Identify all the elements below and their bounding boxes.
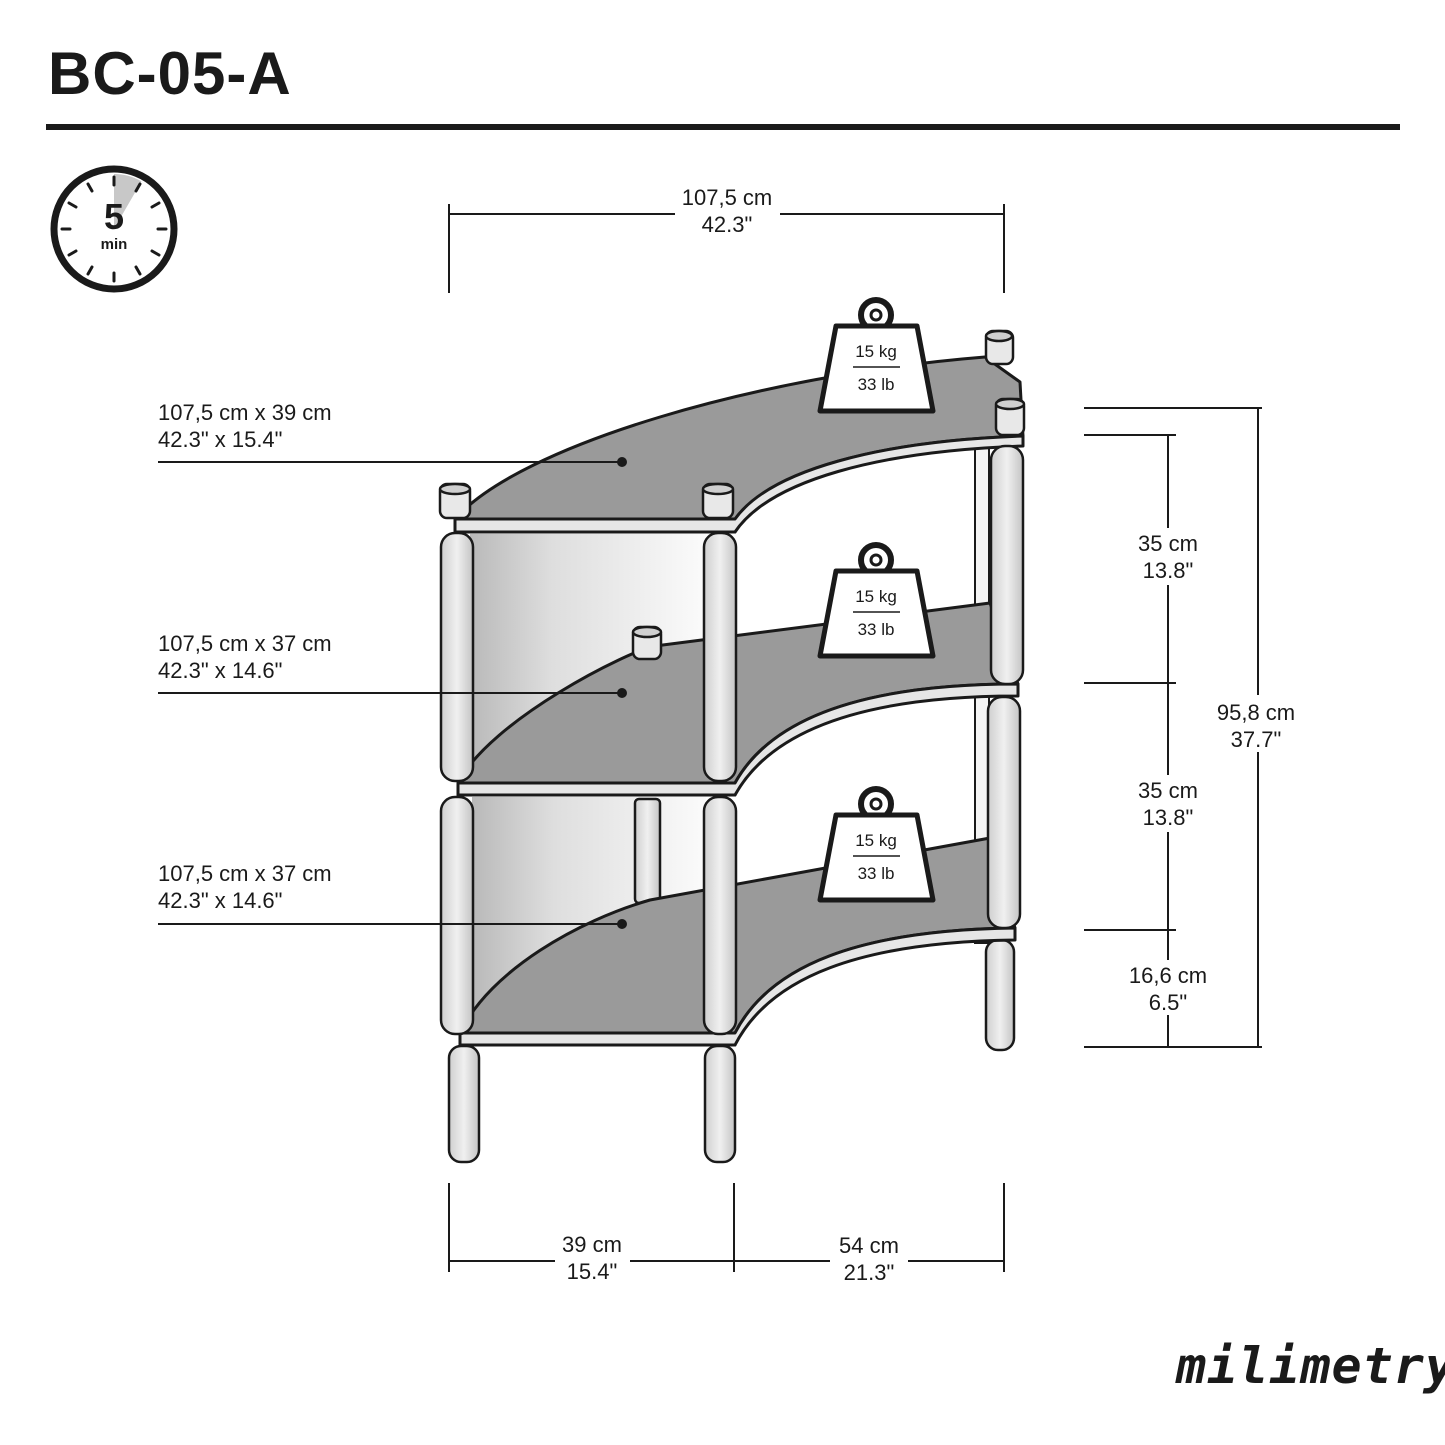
overall-height-in: 37.7" [1230,727,1282,752]
shelf-spacing-2-in: 13.8" [1142,805,1194,830]
depth-right-in: 21.3" [843,1260,895,1285]
shelf-spacing-1-in: 13.8" [1142,558,1194,583]
shelf-spacing-2-label: 35 cm 13.8" [1138,777,1198,831]
shelf-size-middle-cm: 107,5 cm x 37 cm [158,631,332,656]
overall-width-in: 42.3" [701,212,753,237]
shelf-size-top-cm: 107,5 cm x 39 cm [158,400,332,425]
load-kg-bottom: 15 kg [855,831,897,850]
shelf-spacing-1-cm: 35 cm [1138,531,1198,556]
load-lb-bottom: 33 lb [857,864,895,883]
weight-icon [817,297,936,414]
overall-width-cm: 107,5 cm [681,185,773,210]
shelf-size-middle: 107,5 cm x 37 cm 42.3" x 14.6" [158,630,332,684]
rear-legs [633,797,1016,1052]
load-lb-middle: 33 lb [857,620,895,639]
load-lb-top: 33 lb [857,375,895,394]
shelf-size-bottom: 107,5 cm x 37 cm 42.3" x 14.6" [158,860,332,914]
leader-dots [617,457,627,929]
dimension-lines [158,204,1262,1272]
stopwatch-icon [50,165,178,293]
leg-height-in: 6.5" [1148,990,1188,1015]
shelf-size-middle-in: 42.3" x 14.6" [158,658,283,683]
depth-left-cm: 39 cm [562,1232,622,1257]
shelf-size-bottom-cm: 107,5 cm x 37 cm [158,861,332,886]
weight-icon [817,786,936,903]
shelf-top [453,355,1025,534]
overall-width-label: 107,5 cm 42.3" [682,184,773,238]
depth-left-in: 15.4" [566,1259,618,1284]
weight-icon [817,542,936,659]
front-posts [439,444,1025,1164]
leg-height-cm: 16,6 cm [1128,963,1208,988]
depth-left-label: 39 cm 15.4" [562,1231,622,1285]
leg-height-label: 16,6 cm 6.5" [1129,962,1207,1016]
overall-height-cm: 95,8 cm [1216,700,1296,725]
shelf-size-top: 107,5 cm x 39 cm 42.3" x 15.4" [158,399,332,453]
header-rule [46,124,1400,130]
depth-right-label: 54 cm 21.3" [839,1232,899,1286]
post-caps [438,329,1026,661]
shelf-spacing-2-cm: 35 cm [1138,778,1198,803]
shelf-size-top-in: 42.3" x 15.4" [158,427,283,452]
product-code: BC-05-A [48,40,292,107]
shelf-size-bottom-in: 42.3" x 14.6" [158,888,283,913]
timer-unit: min [100,236,128,253]
depth-right-cm: 54 cm [839,1233,899,1258]
load-kg-middle: 15 kg [855,587,897,606]
brand-logo: milimetry [1176,1337,1445,1395]
timer-value: 5 [103,196,125,237]
load-kg-top: 15 kg [855,342,897,361]
shelf-spacing-1-label: 35 cm 13.8" [1138,530,1198,584]
overall-height-label: 95,8 cm 37.7" [1217,699,1295,753]
